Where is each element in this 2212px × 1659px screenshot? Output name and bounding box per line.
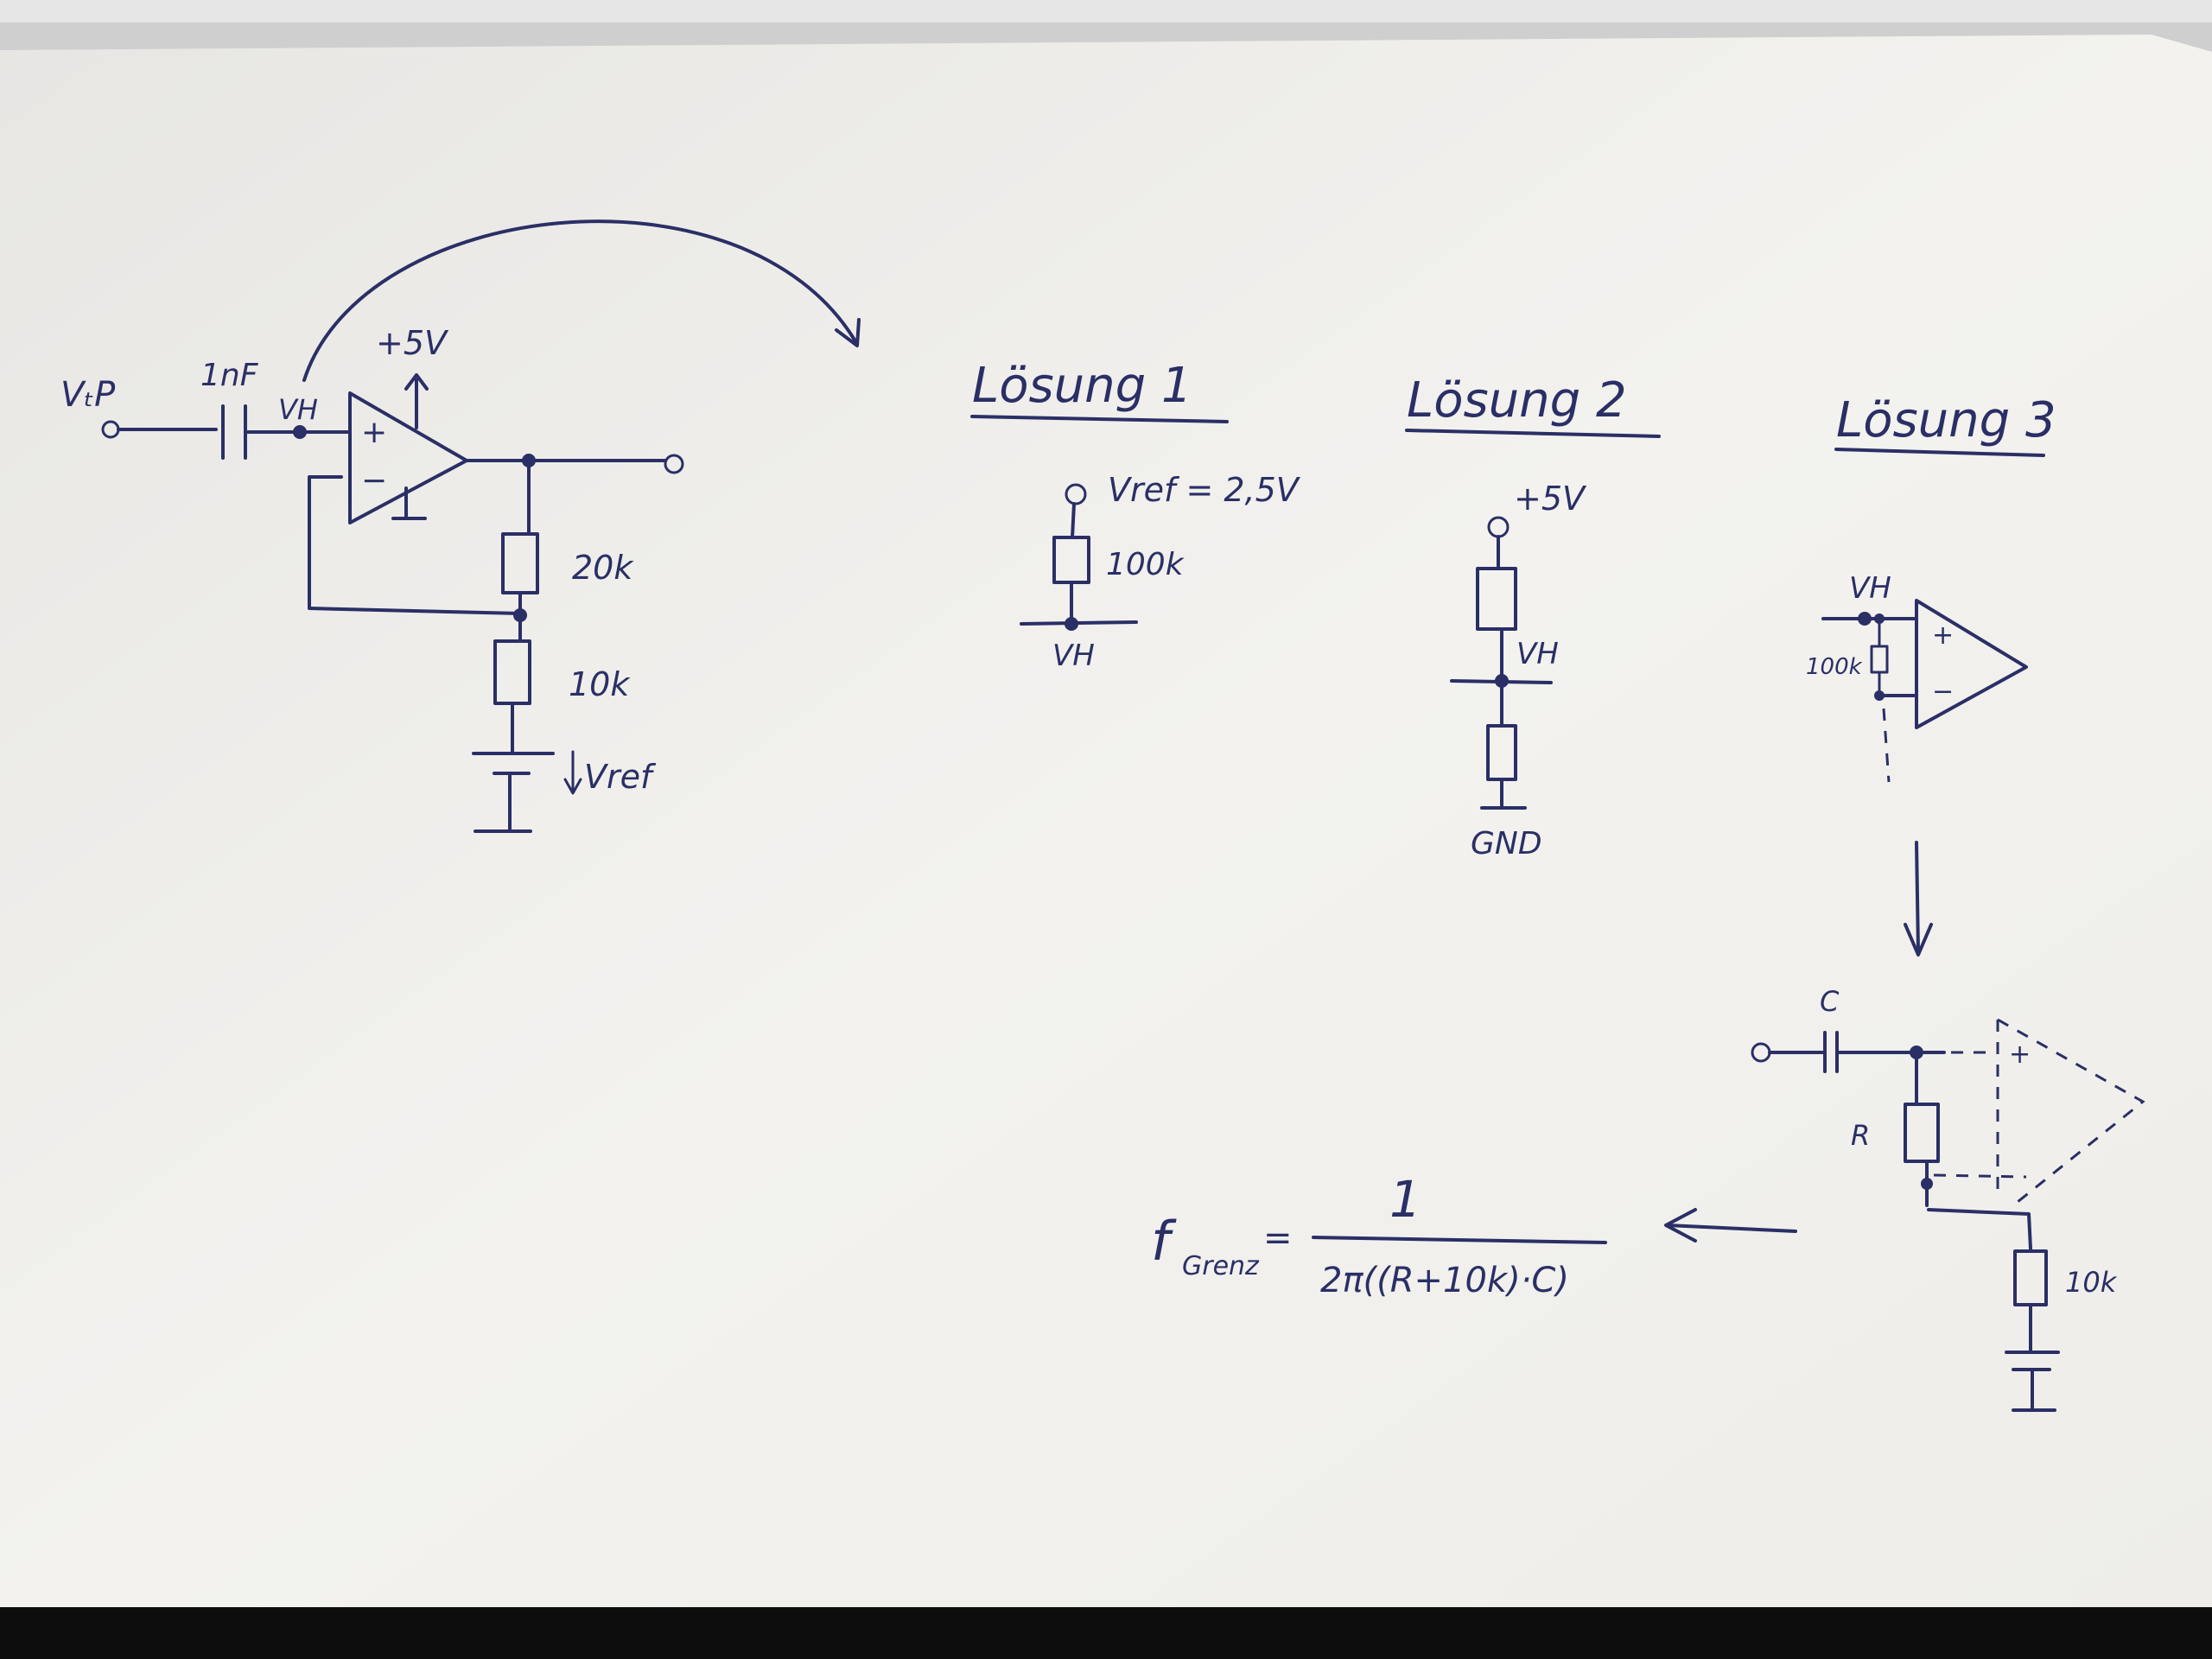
transition-arrow	[302, 219, 857, 382]
cutoff-formula: f Grenz = 1 2π((R+10k)·C)	[1151, 1170, 1607, 1300]
r2-label: R	[1851, 1119, 1870, 1152]
formula-numerator: 1	[1389, 1170, 1421, 1229]
solution1-title: Lösung 1	[972, 358, 1192, 414]
svg-text:+: +	[2009, 1039, 2031, 1070]
svg-text:=: =	[1263, 1218, 1293, 1258]
solution3-title: Lösung 3	[1836, 392, 2056, 448]
capacitor-label: 1nF	[200, 358, 259, 393]
resistor-r	[1904, 1103, 1940, 1163]
supply-arrow	[404, 373, 429, 391]
cap-label: C	[1820, 985, 1840, 1018]
svg-text:−: −	[361, 463, 387, 499]
opamp	[348, 391, 468, 524]
title-underline	[1405, 429, 1661, 438]
svg-text:−: −	[1932, 677, 1954, 707]
vref-label: Vref	[584, 758, 657, 796]
node-label: VH	[278, 393, 318, 426]
node-label: VH	[1849, 571, 1891, 606]
solution-1: Lösung 1 Vref = 2,5V 100k VH	[970, 358, 1301, 673]
desk-edge	[0, 1607, 2212, 1659]
vref-value-label: Vref = 2,5V	[1108, 471, 1301, 509]
supply-label: +5V	[1514, 480, 1587, 518]
down-arrow	[1915, 841, 1920, 952]
gnd-label: GND	[1471, 826, 1542, 861]
node-vh	[293, 425, 307, 439]
formula-lhs-subscript: Grenz	[1182, 1251, 1260, 1281]
r-top-label: 20k	[572, 549, 634, 587]
input-label: VₜP	[60, 375, 116, 415]
r-bottom-label: 10k	[569, 665, 631, 703]
node-label: VH	[1516, 637, 1559, 671]
svg-text:+: +	[1932, 620, 1954, 651]
supply-label: +5V	[376, 324, 449, 362]
formula-denominator: 2π((R+10k)·C)	[1320, 1261, 1569, 1300]
title-underline	[1834, 448, 2045, 457]
solution2-title: Lösung 2	[1407, 372, 1627, 429]
paper	[0, 35, 2212, 1624]
output-terminal	[664, 454, 684, 474]
title-underline	[970, 415, 1229, 423]
vref-arrow	[563, 778, 582, 795]
r-label: 100k	[1106, 547, 1185, 582]
r3-label: 10k	[2065, 1266, 2118, 1299]
left-arrow	[1666, 1224, 1797, 1233]
fraction-bar	[1312, 1236, 1607, 1244]
opamp	[1915, 599, 2028, 729]
feedback-wire	[308, 475, 522, 615]
node-label: VH	[1052, 639, 1095, 673]
svg-text:+: +	[361, 415, 387, 450]
opamp-outline	[1997, 1018, 2145, 1207]
resistor-upper	[1476, 567, 1517, 631]
r-label: 100k	[1806, 654, 1863, 680]
solution-3: Lösung 3 + − VH 100k	[1664, 392, 2145, 1412]
main-circuit: + − VₜP 1nF VH +5V 20k 10k Vref	[60, 219, 861, 833]
solution-2: Lösung 2 +5V VH GND	[1405, 372, 1661, 861]
